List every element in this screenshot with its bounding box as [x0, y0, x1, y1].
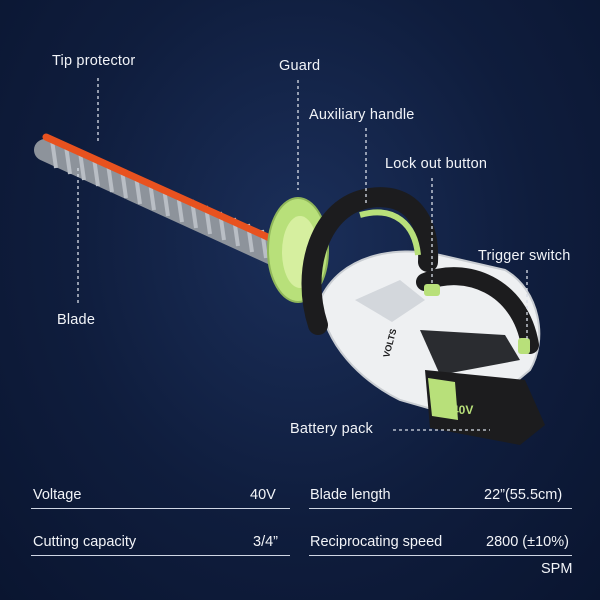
battery-voltage-mark: 40V: [452, 403, 473, 417]
spec-label-reciprocating-speed: Reciprocating speed: [310, 534, 443, 550]
battery-pack: 40V: [425, 370, 545, 445]
spec-label-cutting-capacity: Cutting capacity: [33, 534, 137, 550]
callout-blade: Blade: [57, 312, 96, 328]
spec-unit-reciprocating-speed: SPM: [541, 561, 573, 577]
divider: [309, 508, 572, 509]
divider: [309, 555, 572, 556]
divider: [31, 508, 290, 509]
lock-out-button: [424, 284, 440, 296]
callout-trigger-switch: Trigger switch: [478, 248, 571, 264]
spec-value-voltage: 40V: [250, 487, 276, 503]
spec-value-cutting-capacity: 3/4”: [253, 534, 278, 550]
callout-lock-out-button: Lock out button: [385, 156, 488, 172]
spec-label-voltage: Voltage: [33, 487, 82, 503]
spec-value-reciprocating-speed: 2800 (±10%): [486, 534, 569, 550]
callout-auxiliary-handle: Auxiliary handle: [309, 107, 415, 123]
callout-battery-pack: Battery pack: [290, 421, 373, 437]
spec-label-blade-length: Blade length: [310, 487, 391, 503]
trigger-switch: [518, 338, 530, 354]
rear-handle: [416, 267, 539, 354]
callout-guard: Guard: [279, 58, 321, 74]
auxiliary-handle: [301, 187, 439, 335]
divider: [31, 555, 290, 556]
blade: [34, 133, 301, 273]
spec-value-blade-length: 22”(55.5cm): [484, 487, 563, 503]
callout-tip-protector: Tip protector: [52, 53, 136, 69]
